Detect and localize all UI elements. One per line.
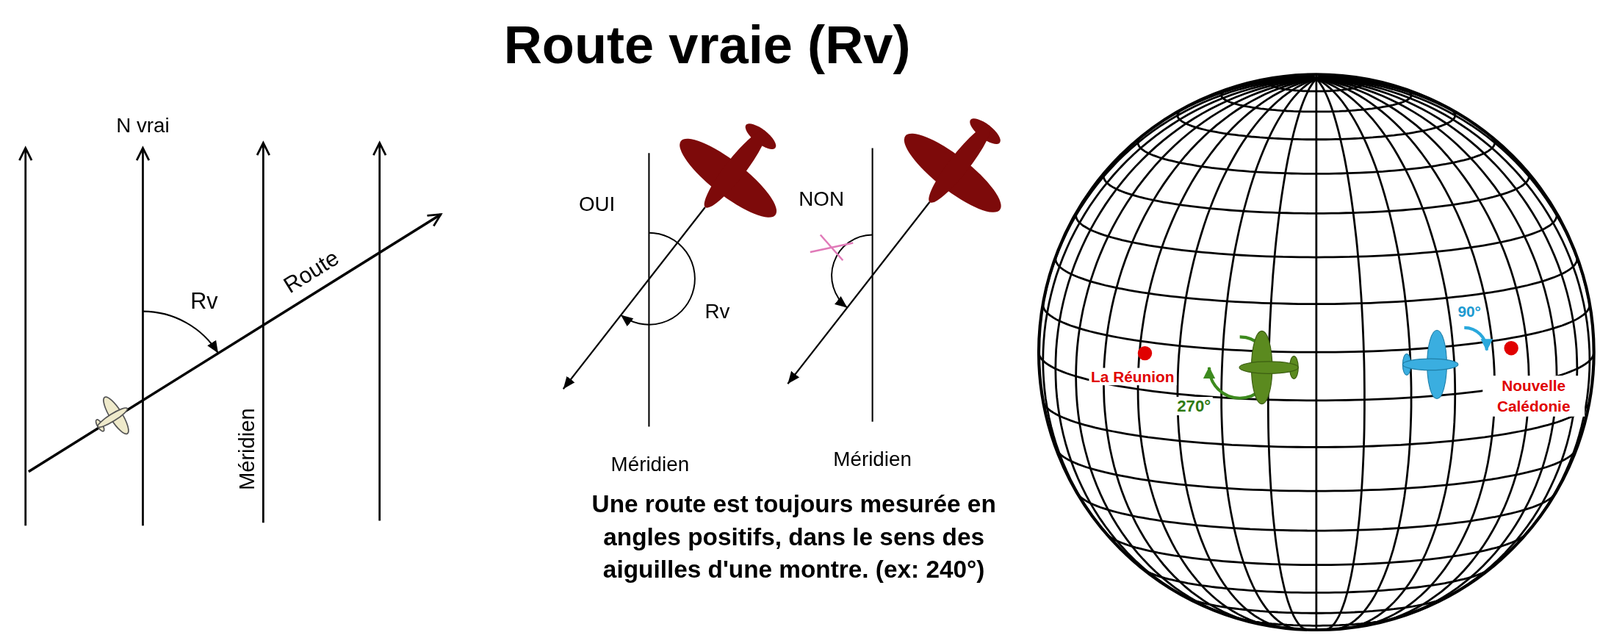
globe-line — [1316, 78, 1506, 150]
angle-label: Rv — [190, 287, 218, 314]
globe-line — [1137, 78, 1317, 626]
location-dot — [1503, 340, 1518, 355]
globe-line — [1316, 78, 1495, 626]
globe-line — [1316, 78, 1595, 352]
angle-label: 270° — [1174, 396, 1213, 416]
globe-line — [1316, 78, 1578, 601]
globe-line — [1221, 78, 1317, 629]
axis-label: N vrai — [116, 113, 170, 138]
status-label: NON — [798, 187, 845, 211]
plane-icon — [658, 94, 813, 245]
plane-icon — [1239, 330, 1299, 404]
meridian-lines — [25, 142, 380, 526]
route-line — [563, 207, 706, 389]
airliner-icon — [86, 390, 139, 446]
line-label: Route — [279, 244, 344, 299]
globe-line — [1316, 78, 1365, 630]
globe-line — [1043, 78, 1317, 549]
line-label: Méridien — [833, 447, 912, 471]
globe-line — [1177, 78, 1317, 629]
globe-line — [1316, 78, 1590, 549]
globe-line — [1316, 78, 1412, 629]
globe-line — [1316, 78, 1529, 623]
note-text: Une route est toujours mesurée en angles… — [553, 487, 1034, 586]
angle-label: 90° — [1456, 302, 1484, 321]
globe-outline — [1038, 74, 1595, 630]
globe-line — [1076, 78, 1317, 618]
rv-angle-arc — [142, 311, 219, 354]
cross-mark — [810, 234, 853, 261]
angle-label: Rv — [705, 299, 731, 324]
globe-line — [1103, 78, 1316, 623]
place-label: Nouvelle Calédonie — [1482, 375, 1585, 417]
plane-icon — [882, 88, 1037, 240]
place-label: La Réunion — [1088, 368, 1177, 386]
location-dot — [1137, 346, 1152, 360]
globe-line — [1316, 78, 1557, 618]
plane-icon — [1402, 329, 1459, 399]
status-label: OUI — [578, 192, 615, 216]
line-label: Méridien — [234, 407, 260, 490]
globe-line — [1267, 78, 1317, 630]
globe-line — [1314, 78, 1318, 630]
rv-angle-arc — [620, 232, 695, 325]
globe-grid — [1038, 74, 1595, 630]
route-line — [787, 202, 930, 384]
line-label: Méridien — [611, 452, 690, 477]
heading-arc — [1464, 327, 1487, 351]
title: Route vraie (Rv) — [503, 15, 911, 77]
globe-line — [1055, 78, 1317, 601]
